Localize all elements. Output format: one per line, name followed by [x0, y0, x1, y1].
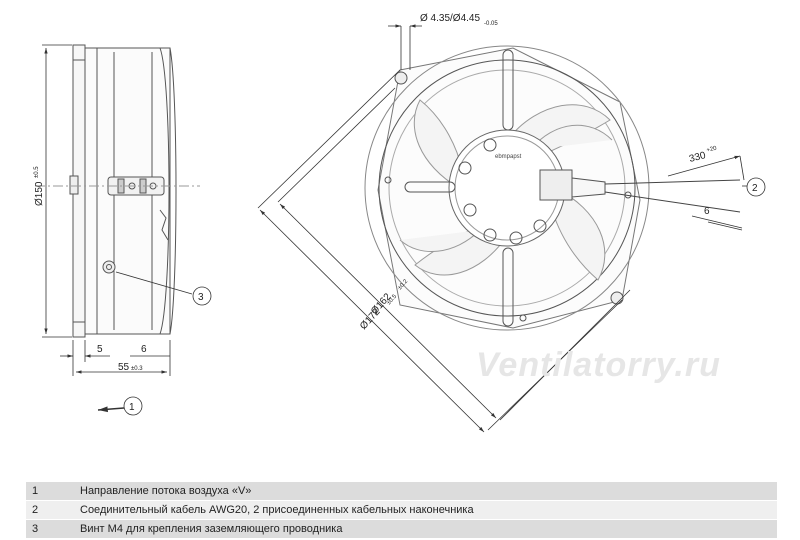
ground-screw-icon — [102, 260, 116, 274]
strip-length-label: 6 — [704, 206, 710, 217]
callout-1: 1 — [129, 402, 135, 413]
dim-6-side-label: 6 — [141, 344, 147, 355]
legend-number: 3 — [26, 519, 74, 538]
legend-text: Соединительный кабель AWG20, 2 присоедин… — [74, 500, 777, 520]
legend-text: Направление потока воздуха «V» — [74, 481, 777, 501]
side-dimensions — [42, 44, 212, 416]
side-view — [35, 44, 200, 338]
brand-label: ebmpapst — [495, 154, 522, 160]
depth-55-label: 55 — [118, 362, 130, 373]
diameter-150-label: Ø150 — [34, 181, 45, 206]
callout-2: 2 — [752, 183, 758, 194]
cable-spec-tol: -0.05 — [484, 21, 498, 27]
depth-55-tol: ±0.3 — [131, 366, 143, 372]
callout-3: 3 — [198, 292, 204, 303]
cable-spec-label: Ø 4.35/Ø4.45 — [420, 13, 480, 24]
dim-5-label: 5 — [97, 344, 103, 355]
legend-text: Винт М4 для крепления заземляющего прово… — [74, 519, 777, 538]
fan-drawing: Ø150 ±0.5 5 6 55 ±0.3 3 1 — [34, 13, 766, 433]
legend-number: 1 — [26, 481, 74, 501]
front-dimensions — [257, 24, 766, 433]
cable-length-tol: +20 — [706, 145, 718, 153]
front-view — [364, 45, 741, 331]
cable-length-label: 330 — [688, 150, 707, 165]
diameter-150-tol: ±0.5 — [34, 166, 40, 178]
legend-number: 2 — [26, 500, 74, 520]
